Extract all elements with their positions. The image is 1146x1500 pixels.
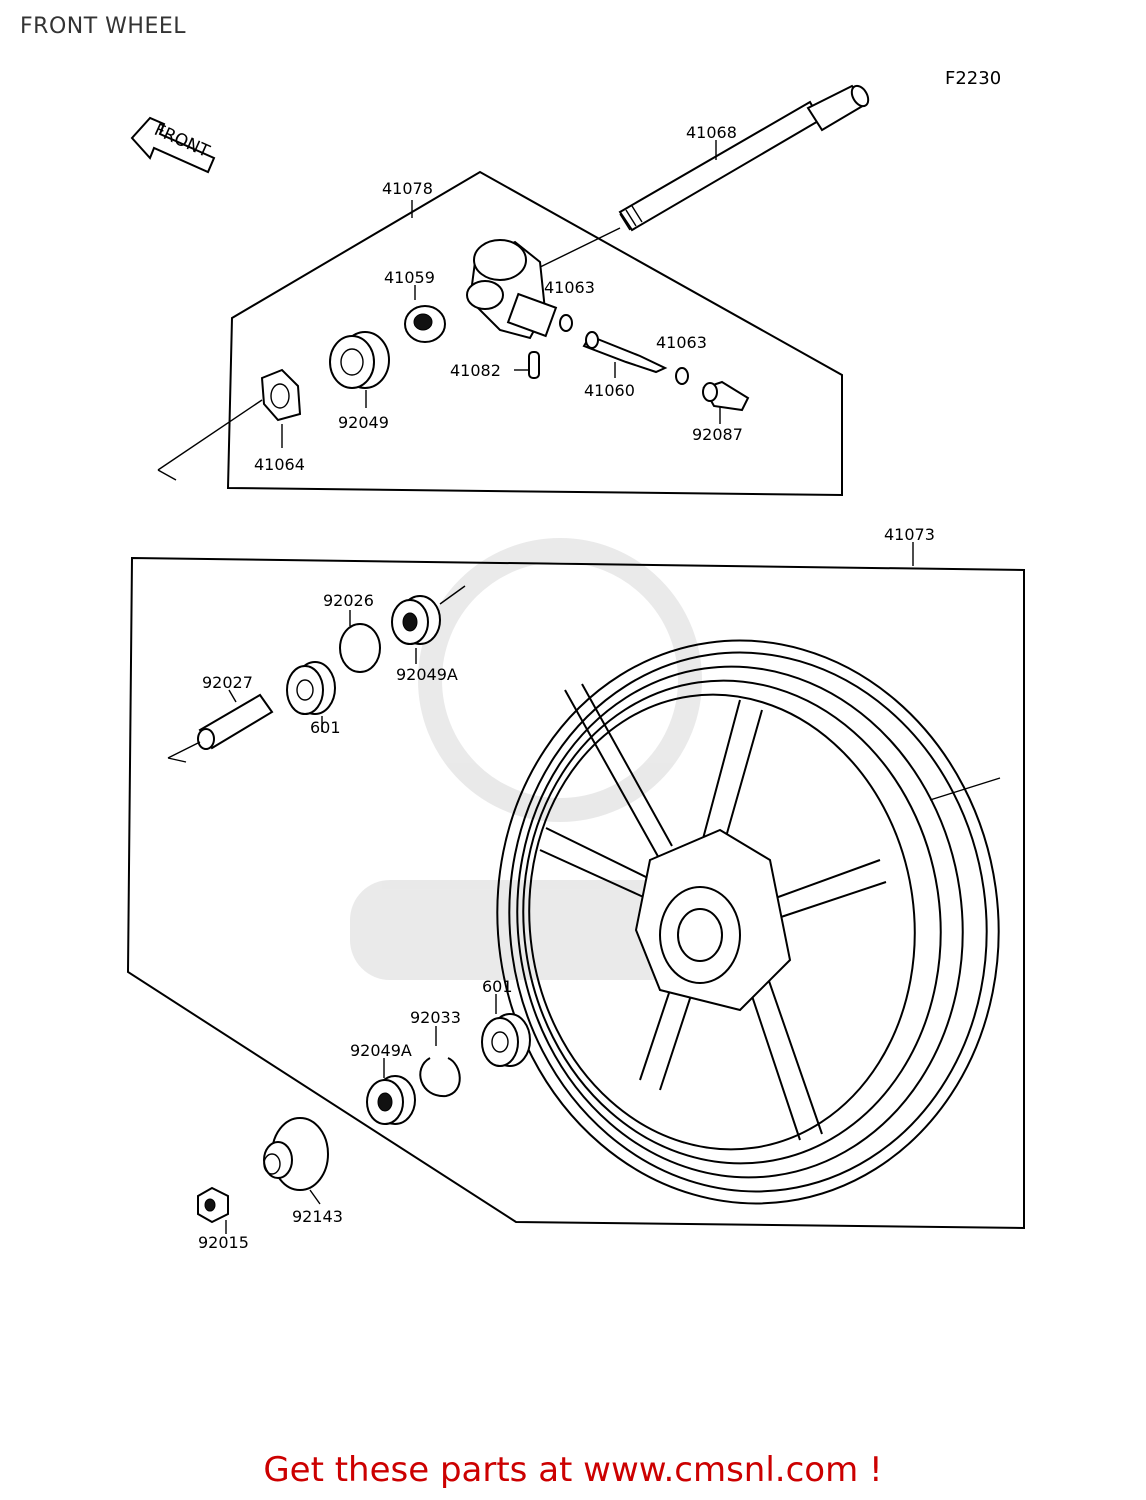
promo-link[interactable]: Get these parts at www.cmsnl.com ! (263, 1450, 883, 1490)
label-601-bottom: 601 (482, 977, 513, 996)
part-92027 (167, 693, 274, 763)
label-92015: 92015 (198, 1233, 249, 1252)
label-41059: 41059 (384, 268, 435, 287)
front-arrow-icon: FRONT (130, 116, 216, 174)
label-41063-b: 41063 (656, 333, 707, 352)
axle-41068 (529, 84, 870, 273)
part-601-bottom (481, 1013, 531, 1067)
page-title: FRONT WHEEL (20, 14, 186, 39)
part-92033 (419, 1057, 461, 1098)
label-92143: 92143 (292, 1207, 343, 1226)
label-41063-a: 41063 (544, 278, 595, 297)
washer-41063-a (559, 314, 573, 332)
upper-group-outline (226, 170, 843, 497)
label-92049: 92049 (338, 413, 389, 432)
part-41059 (404, 305, 446, 343)
label-41078: 41078 (382, 179, 433, 198)
label-92026: 92026 (323, 591, 374, 610)
diagram-code: F2230 (945, 68, 1001, 89)
part-92143 (263, 1117, 329, 1191)
washer-41063-b (675, 367, 689, 385)
front-arrow-label: FRONT (151, 120, 213, 162)
lower-group-outline (126, 556, 1025, 1230)
speedometer-gear-housing (466, 239, 558, 340)
label-41068: 41068 (686, 123, 737, 142)
label-601-top: 601 (310, 718, 341, 737)
label-41064: 41064 (254, 455, 305, 474)
part-92049 (329, 331, 390, 389)
part-41060 (582, 331, 668, 374)
part-92049A-top (391, 585, 466, 645)
part-601-top (286, 661, 336, 715)
label-41073: 41073 (884, 525, 935, 544)
part-41064 (157, 368, 302, 481)
part-92049A-bottom (366, 1075, 416, 1125)
part-92087 (702, 380, 750, 412)
label-92049A-top: 92049A (396, 665, 458, 684)
pin-41082 (528, 351, 540, 379)
wheel-41073 (496, 639, 1001, 1205)
label-41082: 41082 (450, 361, 501, 380)
label-92027: 92027 (202, 673, 253, 692)
part-92015 (197, 1186, 229, 1224)
label-41060: 41060 (584, 381, 635, 400)
label-92033: 92033 (410, 1008, 461, 1027)
label-92049A-bottom: 92049A (350, 1041, 412, 1060)
label-92087: 92087 (692, 425, 743, 444)
part-92026 (339, 623, 381, 673)
